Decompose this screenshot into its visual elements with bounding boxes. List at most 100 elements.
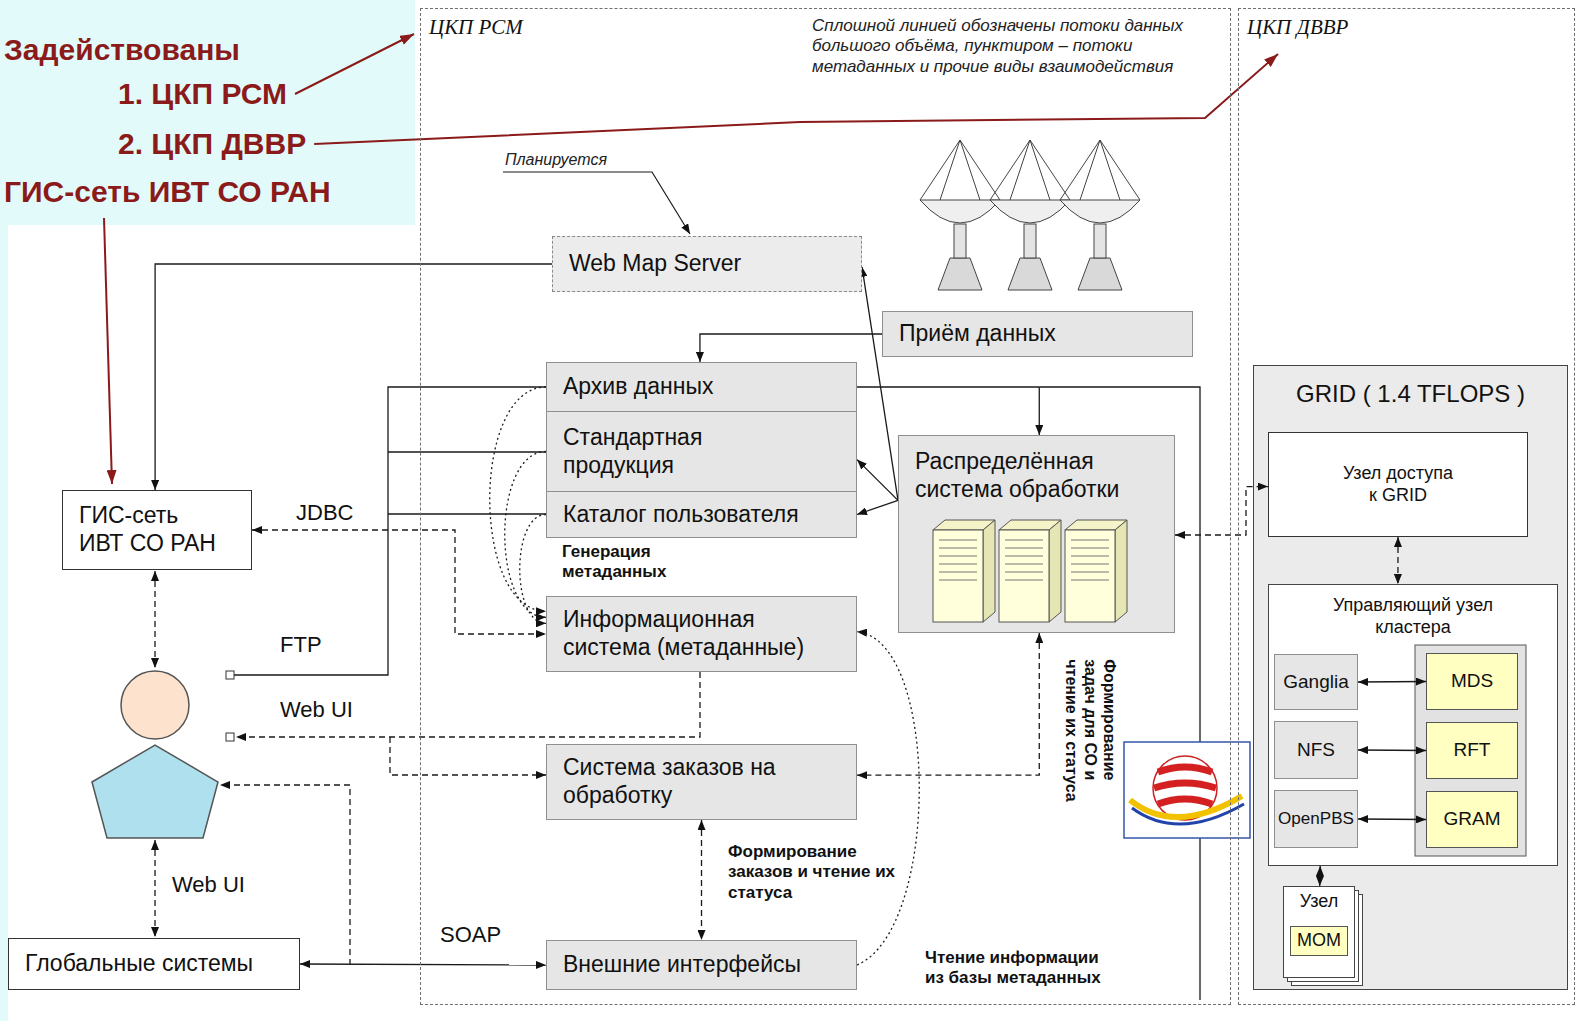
server-front	[1065, 530, 1115, 622]
connector	[490, 387, 546, 611]
process-box: Внешние интерфейсы	[546, 940, 857, 990]
server-slot	[1071, 572, 1109, 573]
process-box: Система заказов на обработку	[546, 744, 857, 820]
server-slot	[1005, 540, 1043, 541]
cluster-box: Управляющий узел кластераGanglia MDS NFS RF…	[1268, 584, 1558, 866]
server-front	[999, 530, 1049, 622]
connector	[1358, 818, 1426, 820]
node-text: OpenPBS	[1278, 809, 1354, 830]
interface-label: Web UI	[172, 872, 245, 898]
logo-stripe	[1158, 767, 1212, 772]
system-box: ГИС-сеть ИВТ СО РАН	[62, 490, 252, 570]
edge-label: Формирование задач для СО и чтение их ст…	[1061, 659, 1119, 824]
node-text: ЦКП ДВВР	[1247, 15, 1348, 40]
edge-label: JDBC	[296, 500, 353, 526]
user-link	[154, 840, 155, 937]
service-box: GRAM	[1426, 791, 1518, 848]
server-slot	[1071, 556, 1109, 557]
edge-label: Чтение информации из базы метаданных	[925, 948, 1110, 989]
node-text: Глобальные системы	[25, 950, 253, 978]
antenna-base	[938, 258, 982, 290]
interface-label: Web UI	[280, 697, 353, 723]
connector	[1358, 749, 1426, 751]
service-box: OpenPBS	[1274, 790, 1358, 848]
antenna-dish	[990, 200, 1070, 223]
logo-frame	[1124, 742, 1250, 838]
callout-text: 2. ЦКП ДВВР	[118, 126, 306, 162]
node-text: Узел доступа к GRID	[1339, 463, 1457, 506]
web-ui-line	[236, 672, 700, 737]
process-box: Информационная система (метаданные)	[546, 596, 857, 672]
callout-text: Задействованы	[4, 32, 240, 68]
antenna	[920, 140, 1000, 290]
logo-stripe	[1154, 783, 1216, 788]
antenna	[1060, 140, 1140, 290]
antenna-mast	[1024, 224, 1036, 258]
logo-stripe	[1158, 799, 1212, 804]
process-box: Каталог пользователя	[546, 491, 857, 538]
leader-arrow	[295, 34, 414, 94]
process-box: Приём данных	[882, 311, 1193, 357]
connector	[252, 530, 546, 634]
server-slot	[1071, 580, 1109, 581]
region-panel: ЦКП ДВВР GRID ( 1.4 TFLOPS ) Узел доступа …	[1238, 8, 1575, 1005]
antenna	[990, 140, 1070, 290]
node-text: RFT	[1454, 739, 1491, 762]
service-group	[1415, 645, 1526, 856]
node-text: Система заказов на обработку	[563, 754, 844, 809]
edge-label: SOAP	[440, 922, 501, 948]
service-box: MDS	[1426, 653, 1518, 710]
server-slot	[1005, 564, 1043, 565]
note-text: Сплошной линией обозначены потоки данных…	[812, 16, 1192, 77]
antenna-feed	[920, 140, 1000, 200]
diagram-ground	[8, 0, 1581, 1021]
node-text: Приём данных	[899, 320, 1056, 348]
antenna-feed	[990, 140, 1070, 200]
server-slot	[939, 556, 977, 557]
antenna-dish	[920, 200, 1000, 223]
service-box: MOM	[1290, 926, 1348, 956]
ftp-line	[234, 387, 546, 675]
edge-label: Формирование заказов и чтение их статуса	[728, 842, 898, 903]
system-box: Глобальные системы	[8, 938, 300, 990]
node-text: Стандартная продукция	[563, 424, 763, 479]
antenna-dish	[1060, 200, 1140, 223]
connector	[155, 264, 552, 490]
flow-label: Генерация метаданных	[562, 542, 682, 583]
server-slot	[939, 580, 977, 581]
web-ui-line	[390, 737, 546, 775]
node-text: NFS	[1297, 739, 1335, 762]
server-slot	[1071, 540, 1109, 541]
node-text: ГИС-сеть ИВТ СО РАН	[79, 502, 227, 557]
node-text: Каталог пользователя	[563, 501, 799, 529]
node-text: MDS	[1451, 670, 1493, 693]
node-text: GRID ( 1.4 TFLOPS )	[1296, 380, 1525, 409]
user-head	[121, 671, 189, 739]
server-slot	[1005, 556, 1043, 557]
server-slot	[939, 572, 977, 573]
node-text: Информационная система (метаданные)	[563, 606, 828, 661]
antenna-base	[1078, 258, 1122, 290]
callout-text: 1. ЦКП РСМ	[118, 76, 287, 112]
service-box: NFS	[1274, 721, 1358, 779]
server-slot	[1005, 572, 1043, 573]
node-text: GRAM	[1444, 808, 1501, 831]
connector	[1358, 681, 1426, 683]
server-slot	[939, 564, 977, 565]
planned-box: Web Map Server	[552, 236, 862, 292]
antenna-feed	[1060, 140, 1140, 200]
connector	[857, 460, 898, 501]
user-body	[92, 745, 218, 838]
user-link	[154, 571, 155, 668]
note-text: Планируется	[505, 150, 607, 169]
server-icon	[929, 516, 1144, 628]
connector	[520, 515, 546, 624]
node-text: Ganglia	[1283, 671, 1349, 694]
server-slot	[1005, 548, 1043, 549]
node-text: Узел	[1300, 891, 1338, 913]
cluster-fill	[1268, 584, 1558, 866]
node-text: Управляющий узел кластера	[1323, 595, 1503, 638]
port-symbol	[226, 733, 234, 741]
node-text: Распределённая система обработки	[915, 448, 1164, 503]
node-stack: УзелMOM	[1283, 886, 1355, 978]
